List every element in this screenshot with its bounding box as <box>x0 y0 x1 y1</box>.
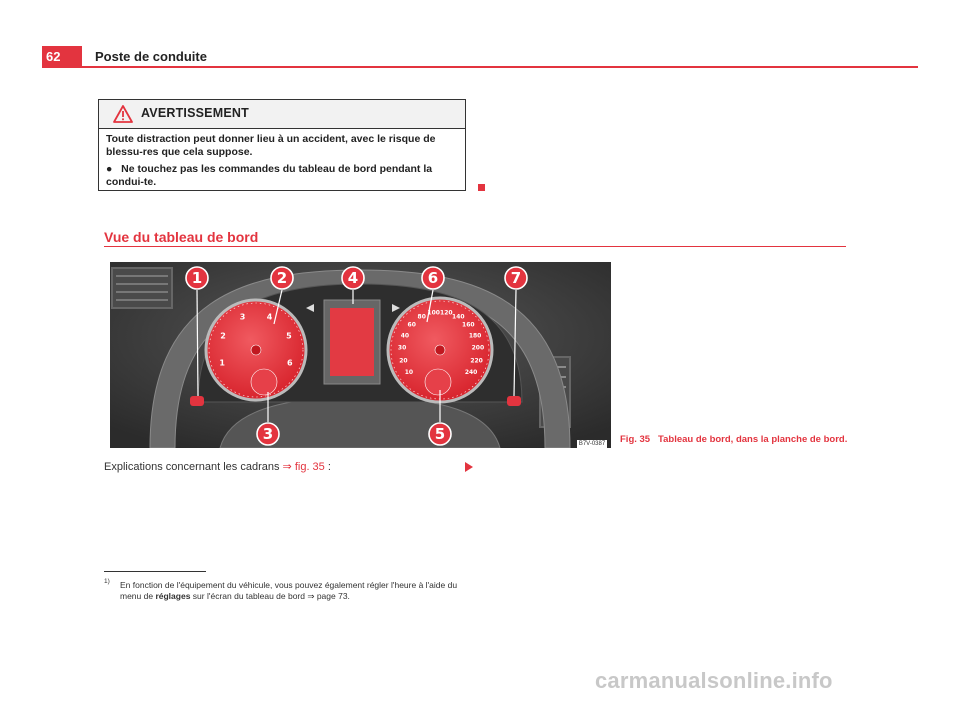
speedo-label: 20 <box>399 357 407 364</box>
explanation-line: Explications concernant les cadrans ⇒ fi… <box>104 460 331 473</box>
callout-circle <box>341 266 365 290</box>
continue-arrow-icon <box>465 462 473 472</box>
figure-caption-text: Tableau de bord, dans la planche de bord… <box>658 434 848 445</box>
speedo-label: 220 <box>470 357 483 364</box>
warning-triangle-icon <box>113 105 133 123</box>
callout-number: 3 <box>263 425 273 443</box>
callout-circle <box>421 266 445 290</box>
header-rule <box>42 66 918 68</box>
bullet-symbol: ● <box>106 163 113 175</box>
footnote-text: En fonction de l'équipement du véhicule,… <box>120 580 480 602</box>
callout-number: 7 <box>511 269 521 287</box>
speedo-label: 200 <box>472 345 485 352</box>
callout-circle <box>256 422 280 446</box>
speedo-label: 140 <box>452 314 465 321</box>
footnote-marker: 1) <box>104 578 110 585</box>
page-header-title: Poste de conduite <box>95 49 207 64</box>
tacho-label: 2 <box>220 331 226 340</box>
warning-title: AVERTISSEMENT <box>141 106 249 120</box>
explanation-suffix: : <box>324 461 331 473</box>
end-of-section-marker <box>478 184 485 191</box>
figure-caption: Fig. 35 Tableau de bord, dans la planche… <box>620 434 847 445</box>
section-rule <box>104 246 846 247</box>
tacho-label: 4 <box>267 313 273 322</box>
center-display <box>306 299 400 385</box>
speedo-label: 80 <box>418 314 426 321</box>
speedo-label: 30 <box>398 345 406 352</box>
speedo-label: 160 <box>462 322 475 329</box>
footnote-rule <box>104 571 206 572</box>
speedo-label: 100 <box>427 310 440 317</box>
callout-number: 1 <box>192 269 202 287</box>
page-number: 62 <box>42 46 82 68</box>
callout-number: 6 <box>428 269 438 287</box>
warning-bullet-text: Ne touchez pas les commandes du tableau … <box>106 163 433 188</box>
speedo-label: 40 <box>401 332 409 339</box>
explanation-text: Explications concernant les cadrans <box>104 461 280 473</box>
callout-number: 5 <box>435 425 445 443</box>
callout-leaders <box>196 289 517 422</box>
figure-number: Fig. 35 <box>620 434 651 445</box>
speedo-label: 10 <box>405 369 413 376</box>
footnote-text-before: En fonction de l'équipement du véhicule,… <box>120 580 458 601</box>
tachometer: 1 2 3 4 5 6 <box>204 298 308 402</box>
right-reset-button <box>507 396 521 406</box>
warning-text: Toute distraction peut donner lieu à un … <box>106 133 436 158</box>
warning-bullet: ● Ne touchez pas les commandes du tablea… <box>106 163 458 188</box>
left-turn-arrow-icon <box>306 304 314 312</box>
figure-code: B7V-0387 <box>577 440 607 448</box>
callout-circle <box>504 266 528 290</box>
left-reset-button <box>190 396 204 406</box>
footnote-bold-word: réglages <box>155 591 191 601</box>
callout-number: 4 <box>348 269 358 287</box>
speedo-label: 60 <box>408 322 416 329</box>
speedo-label: 180 <box>469 332 482 339</box>
section-title: Vue du tableau de bord <box>104 229 259 245</box>
speedo-label: 120 <box>440 310 453 317</box>
warning-header: AVERTISSEMENT <box>99 100 465 129</box>
tacho-label: 1 <box>219 358 225 367</box>
callout-circle <box>185 266 209 290</box>
tacho-label: 5 <box>286 331 292 340</box>
right-turn-arrow-icon <box>392 304 400 312</box>
callout-circle <box>270 266 294 290</box>
callout-number: 2 <box>277 269 287 287</box>
figure-reference-link[interactable]: ⇒ fig. 35 <box>282 461 325 473</box>
footnote-text-after: sur l'écran du tableau de bord ⇒ page 73… <box>190 591 350 601</box>
watermark: carmanualsonline.info <box>595 668 833 693</box>
tacho-label: 3 <box>240 313 246 322</box>
left-air-vent <box>111 267 173 309</box>
tacho-label: 6 <box>287 358 293 367</box>
warning-box: AVERTISSEMENT Toute distraction peut don… <box>98 99 466 191</box>
speedo-label: 240 <box>465 369 478 376</box>
callout-circle <box>428 422 452 446</box>
